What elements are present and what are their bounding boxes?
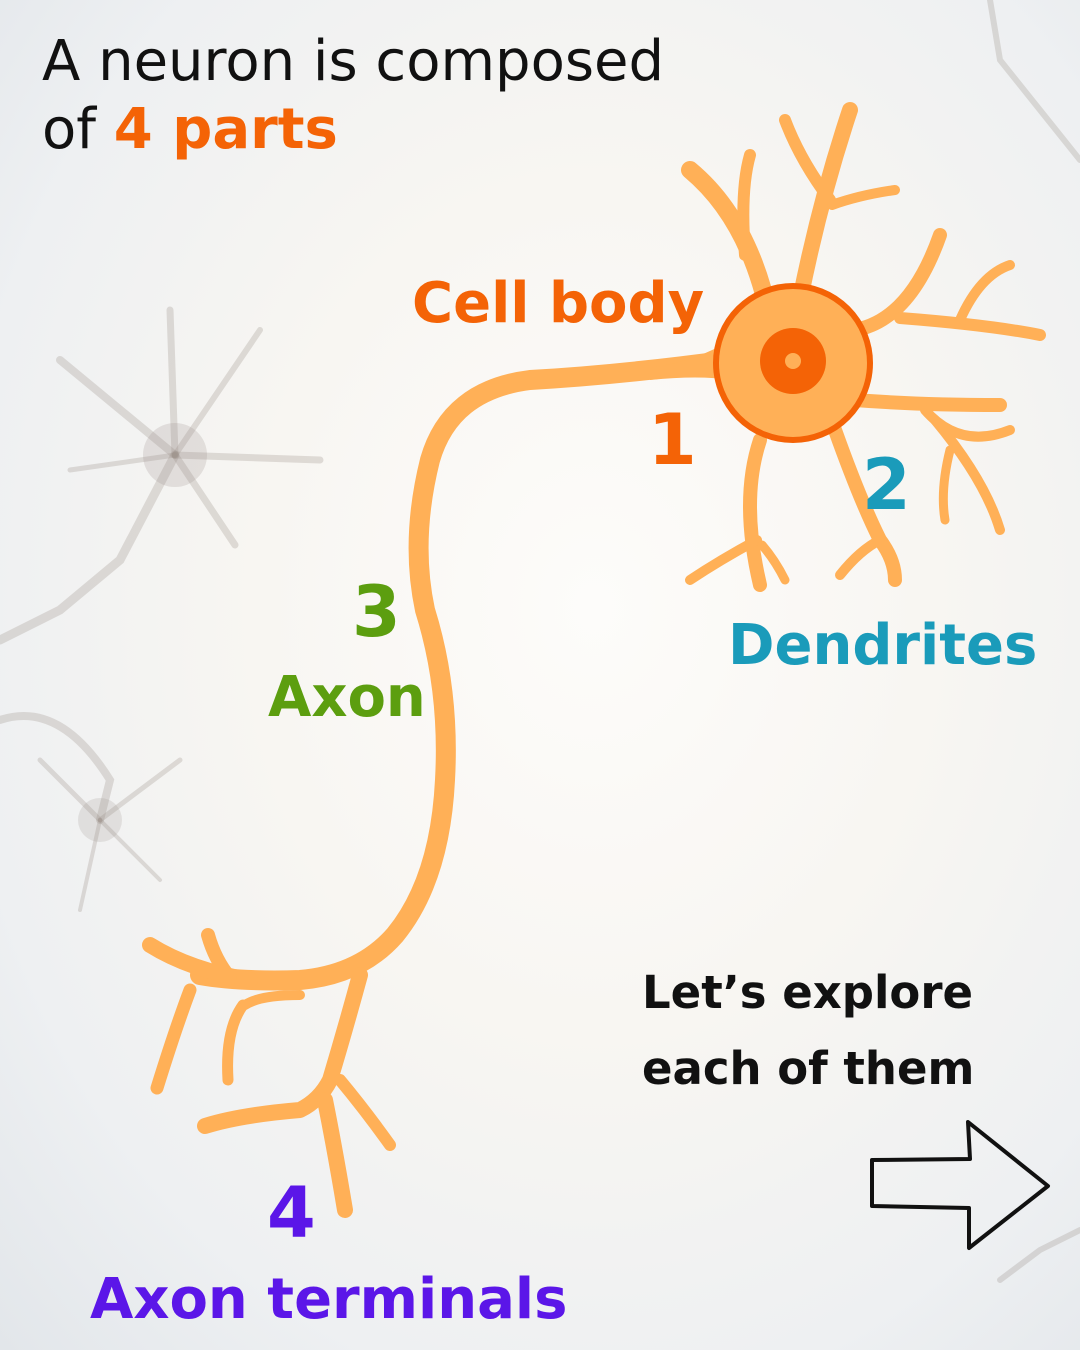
- label-axon: Axon: [268, 665, 426, 730]
- title-line1: A neuron is composed: [42, 29, 665, 94]
- axon: [190, 350, 740, 991]
- label-number-4: 4: [267, 1172, 316, 1254]
- cta-text: Let’s explore each of them: [642, 955, 974, 1107]
- page-title: A neuron is composed of 4 parts: [42, 28, 664, 164]
- label-number-1: 1: [648, 399, 697, 481]
- title-accent: 4 parts: [113, 97, 338, 162]
- label-axon-terminals: Axon terminals: [90, 1267, 568, 1332]
- cta-line1: Let’s explore: [642, 966, 974, 1019]
- title-line2-prefix: of: [42, 97, 114, 162]
- label-number-2: 2: [862, 444, 911, 526]
- label-cell-body: Cell body: [412, 271, 705, 336]
- cta-line2: each of them: [642, 1042, 975, 1095]
- cell-body: [713, 283, 873, 443]
- label-dendrites: Dendrites: [728, 613, 1038, 678]
- right-arrow-icon[interactable]: [862, 1112, 1057, 1257]
- axon-terminals: [142, 928, 396, 1218]
- label-number-3: 3: [352, 571, 401, 653]
